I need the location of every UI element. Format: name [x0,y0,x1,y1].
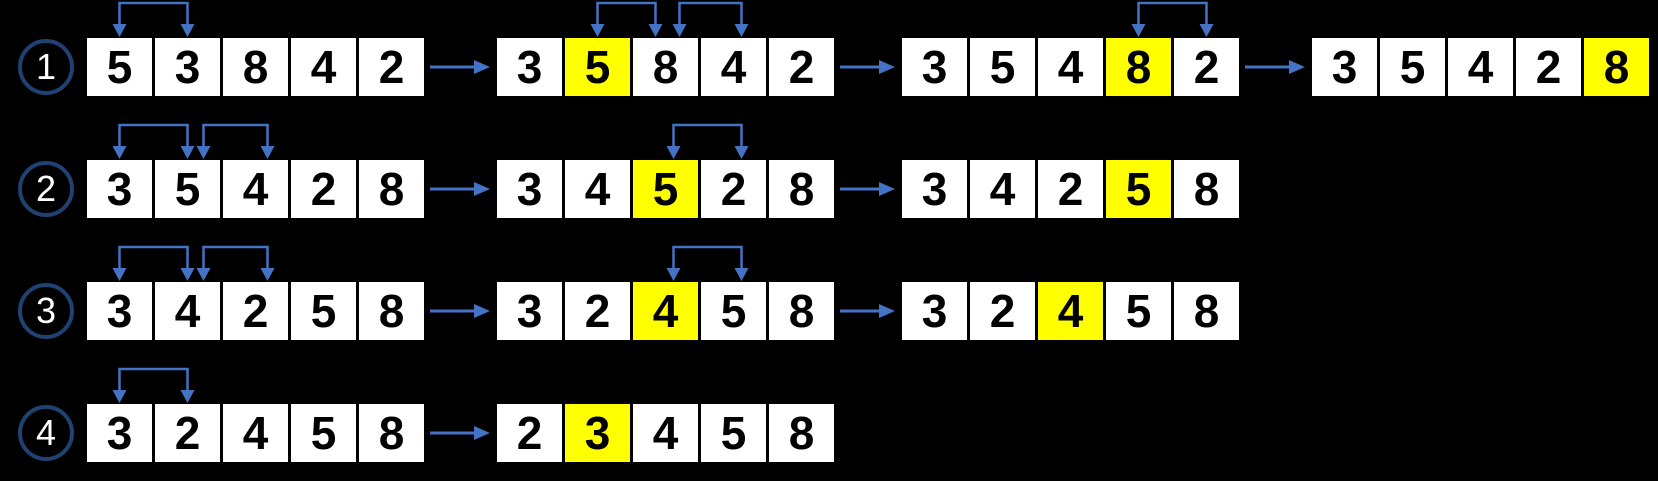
array-cell-highlighted: 8 [1584,38,1649,96]
swap-arrow-icon [590,1,749,37]
array-cell-highlighted: 4 [633,282,698,340]
array-cell: 4 [1448,38,1513,96]
array-cell: 8 [359,282,424,340]
next-step-arrow-icon [430,60,490,74]
array-cell: 4 [1038,38,1103,96]
array-cell: 2 [291,160,356,218]
pass-number: 2 [35,168,57,209]
swap-arrow-icon [666,123,749,159]
array-cell: 2 [565,282,630,340]
array-cell: 5 [701,282,766,340]
array-cell: 4 [223,160,288,218]
pass-number-badge: 3 [18,283,74,339]
array-cell: 3 [497,38,562,96]
swap-arrow-icon [112,123,275,159]
array-cell: 3 [497,160,562,218]
array-cell: 5 [87,38,152,96]
array-cell: 4 [155,282,220,340]
array-cell: 3 [87,404,152,462]
array-cell-highlighted: 5 [565,38,630,96]
array-cell: 8 [769,404,834,462]
array-cell: 5 [291,404,356,462]
array-cell: 8 [1174,282,1239,340]
array-cell: 8 [769,160,834,218]
array-cell: 3 [902,38,967,96]
array-cell: 5 [701,404,766,462]
array-cell-highlighted: 3 [565,404,630,462]
array-cell: 8 [1174,160,1239,218]
array-cell: 2 [970,282,1035,340]
array-cell: 2 [701,160,766,218]
swap-arrow-icon [112,1,195,37]
array-cell: 5 [155,160,220,218]
array-cell: 4 [701,38,766,96]
array-cell: 3 [497,282,562,340]
pass-number-badge: 2 [18,161,74,217]
array-cell: 4 [633,404,698,462]
pass-number: 4 [35,412,57,453]
array-cell: 3 [87,282,152,340]
next-step-arrow-icon [840,304,895,318]
pass-number: 1 [35,46,57,87]
array-cell-highlighted: 8 [1106,38,1171,96]
pass-number-badge: 1 [18,39,74,95]
array-cell: 4 [223,404,288,462]
array-cell: 3 [902,160,967,218]
array-cell: 5 [1380,38,1445,96]
pass-number-badge: 4 [18,405,74,461]
next-step-arrow-icon [840,182,895,196]
array-cell: 8 [769,282,834,340]
array-cell: 2 [1038,160,1103,218]
array-cell: 8 [359,160,424,218]
array-cell: 2 [769,38,834,96]
swap-arrow-icon [1131,1,1214,37]
array-cell: 2 [1174,38,1239,96]
array-cell-highlighted: 5 [633,160,698,218]
array-cell: 4 [970,160,1035,218]
swap-arrow-icon [112,367,195,403]
pass-number: 3 [35,290,57,331]
array-cell: 4 [565,160,630,218]
array-cell: 5 [291,282,356,340]
array-cell: 3 [155,38,220,96]
next-step-arrow-icon [430,304,490,318]
next-step-arrow-icon [430,426,490,440]
array-cell: 8 [633,38,698,96]
array-cell-highlighted: 5 [1106,160,1171,218]
array-cell: 5 [970,38,1035,96]
array-cell: 2 [497,404,562,462]
array-cell: 8 [223,38,288,96]
array-cell: 8 [359,404,424,462]
array-cell: 3 [1312,38,1377,96]
array-cell: 2 [155,404,220,462]
swap-arrow-icon [112,245,275,281]
next-step-arrow-icon [1245,60,1305,74]
array-cell-highlighted: 4 [1038,282,1103,340]
array-cell: 3 [87,160,152,218]
array-cell: 4 [291,38,356,96]
array-cell: 2 [223,282,288,340]
next-step-arrow-icon [840,60,895,74]
array-cell: 3 [902,282,967,340]
array-cell: 2 [359,38,424,96]
swap-arrow-icon [666,245,749,281]
next-step-arrow-icon [430,182,490,196]
array-cell: 2 [1516,38,1581,96]
array-cell: 5 [1106,282,1171,340]
